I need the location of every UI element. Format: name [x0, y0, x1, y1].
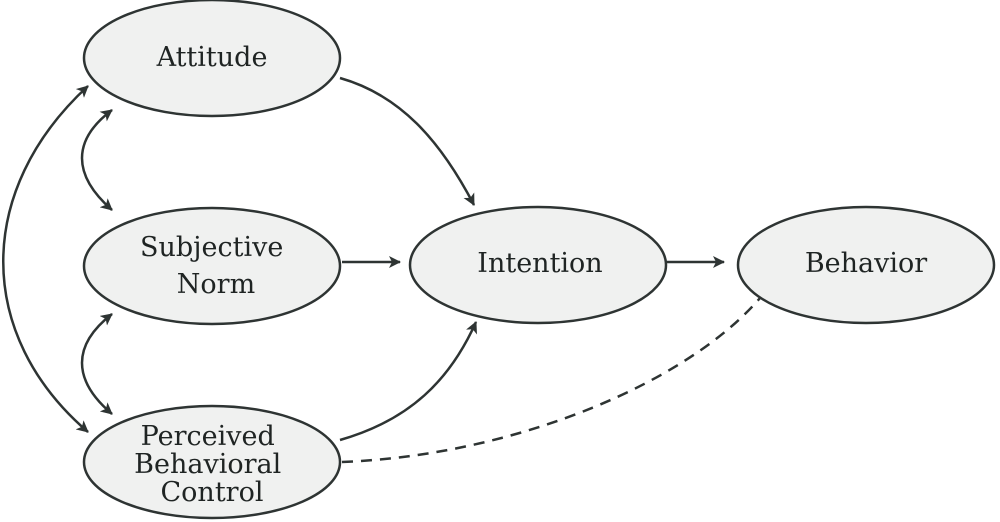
- node-perceived-behavioral-control: Perceived Behavioral Control: [82, 404, 342, 520]
- node-attitude: Attitude: [82, 0, 342, 118]
- node-behavior-label: Behavior: [805, 248, 927, 279]
- node-intention-label: Intention: [477, 248, 602, 279]
- edge-pbc-to-intention: [339, 321, 478, 442]
- edge-subjective-norm-pbc: [80, 313, 113, 415]
- node-pbc-line-3: Control: [161, 477, 264, 508]
- node-subjective-norm: Subjective Norm: [82, 206, 342, 326]
- node-subjective-norm-ellipse: [82, 206, 342, 326]
- edge-attitude-pbc: [2, 85, 89, 433]
- node-subjective-norm-label: Subjective Norm: [140, 232, 292, 300]
- node-attitude-label: Attitude: [156, 42, 268, 73]
- node-pbc-line-1: Perceived: [141, 421, 275, 452]
- edge-pbc-to-behavior-dashed: [341, 297, 761, 464]
- node-intention-ellipse: [408, 205, 668, 325]
- edge-attitude-subjective-norm: [80, 109, 113, 211]
- edge-attitude-to-intention: [339, 76, 476, 206]
- node-intention: Intention: [408, 205, 668, 325]
- node-pbc-ellipse: [82, 404, 342, 520]
- node-attitude-ellipse: [82, 0, 342, 118]
- node-behavior: Behavior: [736, 205, 996, 325]
- node-subjective-norm-line-2: Norm: [177, 269, 255, 300]
- node-pbc-label: Perceived Behavioral Control: [134, 421, 290, 508]
- node-behavior-ellipse: [736, 205, 996, 325]
- node-subjective-norm-line-1: Subjective: [140, 232, 283, 263]
- node-pbc-line-2: Behavioral: [134, 449, 281, 480]
